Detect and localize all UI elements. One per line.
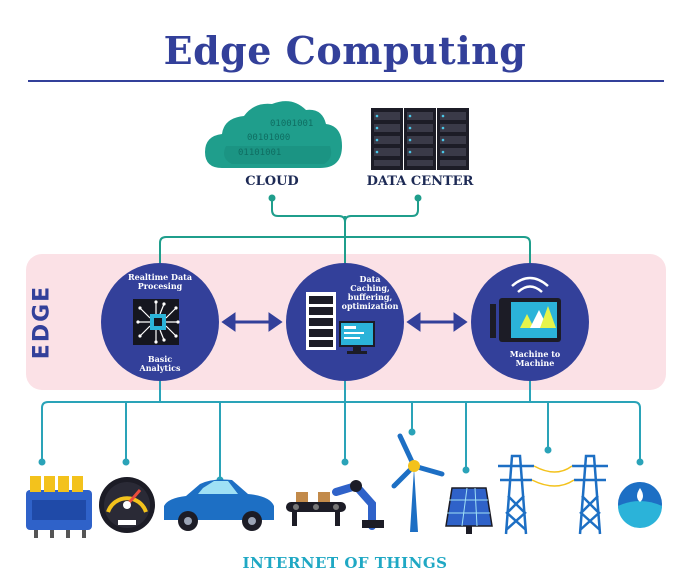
text-line: Basic [147,354,173,364]
iot-footer-label: INTERNET OF THINGS [242,554,448,572]
cloud-icon [205,101,342,168]
wind-turbine-icon [391,433,445,532]
text-line: Realtime Data [127,272,193,282]
iot-connector-lines [41,381,641,480]
m2m-tablet-icon [490,276,561,342]
text-line: Analytics [139,363,181,373]
server-rack-icon [371,108,469,170]
upper-connector-lines [159,198,531,270]
sync-arrow-right [406,312,468,332]
datacenter-label: DATA CENTER [366,174,474,189]
cloud-binary-2: 00101000 [247,133,290,143]
node-analytics-top-text: Realtime Data Procesing [115,273,205,291]
water-drop-icon [618,482,662,528]
car-icon [164,479,274,531]
solar-panel-icon [445,487,493,534]
node-caching-text: Data Caching, buffering, optimization [330,275,410,311]
cloud-binary-1: 01001001 [270,119,313,129]
node-analytics-bottom-text: Basic Analytics [115,355,205,373]
cloud-label: CLOUD [245,174,299,189]
page-title: Edge Computing [163,28,527,73]
text-line: Procesing [137,281,183,291]
power-pylon-icon [498,454,534,535]
iot-connector-dots [38,428,644,484]
text-line: optimization [341,301,399,311]
power-line [531,479,575,487]
sync-arrow-left [221,312,283,332]
power-pylon-icon [572,454,608,535]
gauge-icon [99,477,155,533]
edge-band-label: EDGE [29,284,55,360]
processor-chip-icon [133,299,180,345]
text-line: Machine [515,358,555,368]
node-m2m-text: Machine to Machine [495,350,575,368]
text-line: Data [359,274,381,284]
text-line: Machine to [509,349,561,359]
robot-arm-icon [286,480,384,530]
engine-icon [26,476,92,538]
title-divider [28,80,664,82]
cloud-binary-3: 01101001 [238,148,281,158]
text-line: Caching, [350,283,390,293]
text-line: buffering, [347,292,393,302]
cache-server-icon [306,292,375,354]
power-line [533,465,573,473]
